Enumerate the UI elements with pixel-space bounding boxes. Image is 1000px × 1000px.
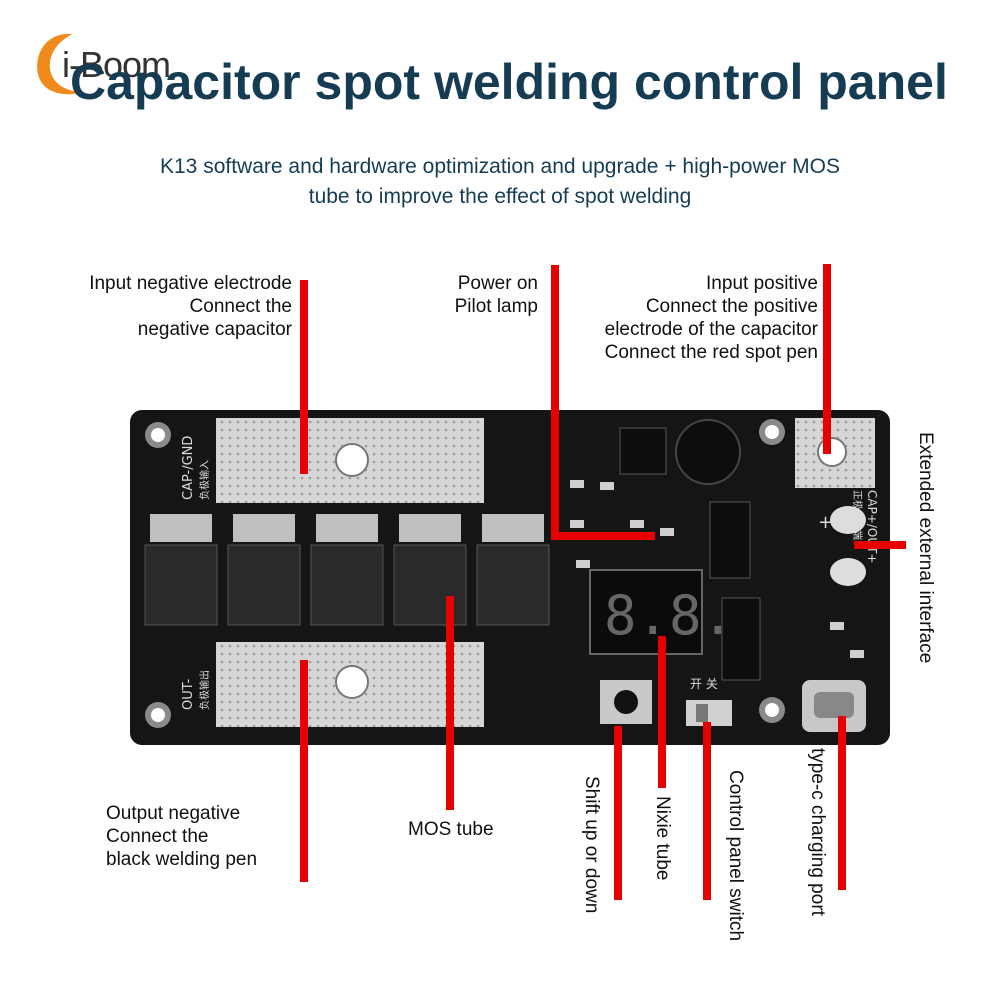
mos-tubes: [144, 544, 550, 626]
i-boom-logo-icon: [37, 33, 84, 95]
subtitle-line-1: K13 software and hardware optimization a…: [160, 155, 840, 178]
svg-text:开 关: 开 关: [690, 677, 718, 691]
svg-text:8.8.: 8.8.: [604, 584, 734, 647]
svg-text:负极输出: 负极输出: [198, 670, 211, 710]
label-output-negative-line-3: black welding pen: [106, 849, 258, 870]
pointer-input-negative: [300, 280, 308, 474]
label-typec: type-c charging port: [807, 748, 828, 916]
label-output-negative-line-2: Connect the: [106, 826, 209, 847]
pointer-output-negative: [300, 660, 308, 882]
label-input-positive-line-2: Connect the positive: [645, 296, 818, 317]
pointer-typec: [838, 716, 846, 890]
pointer-shift: [614, 726, 622, 900]
pointer-extended-interface: [854, 541, 906, 549]
pointer-control-switch: [703, 722, 711, 900]
label-input-negative-line-1: Input negative electrode: [89, 273, 292, 294]
label-input-positive-line-3: electrode of the capacitor: [604, 319, 818, 340]
label-shift: Shift up or down: [581, 776, 602, 914]
label-power-on: Power on Pilot lamp: [420, 272, 538, 318]
power-switch: [686, 700, 732, 726]
label-input-positive-line-4: Connect the red spot pen: [604, 342, 818, 363]
svg-text:OUT-: OUT-: [181, 679, 196, 710]
nixie-display: [589, 569, 703, 655]
pointer-input-positive: [823, 264, 831, 454]
logo-text: i-Boom: [62, 44, 171, 85]
svg-text:负极输入: 负极输入: [198, 460, 211, 500]
label-extended-interface: Extended external interface: [915, 432, 936, 664]
page-title: Capacitor spot welding control panel: [70, 54, 948, 110]
label-input-positive: Input positive Connect the positive elec…: [560, 272, 818, 364]
pcb-board-photo: CAP-/GND 负极输入 OUT- 负极输出 CAP+/OUT+ 正极公共端 …: [130, 410, 890, 745]
label-input-negative: Input negative electrode Connect the neg…: [30, 272, 292, 341]
label-input-negative-line-3: negative capacitor: [137, 319, 292, 340]
pointer-power-on-horizontal: [551, 532, 655, 540]
label-output-negative-line-1: Output negative: [106, 803, 241, 824]
buzzer: [675, 419, 741, 485]
label-nixie: Nixie tube: [652, 796, 673, 881]
label-input-positive-line-1: Input positive: [706, 273, 818, 294]
label-output-negative: Output negative Connect the black weldin…: [106, 802, 306, 871]
pointer-nixie: [658, 636, 666, 788]
label-power-on-line-2: Pilot lamp: [454, 296, 538, 317]
svg-text:CAP-/GND: CAP-/GND: [181, 436, 196, 500]
svg-text:+: +: [818, 512, 833, 533]
svg-text:CAP+/OUT+: CAP+/OUT+: [865, 490, 879, 564]
label-power-on-line-1: Power on: [457, 273, 538, 294]
subtitle-line-2: tube to improve the effect of spot weldi…: [308, 185, 692, 208]
label-mos-tube: MOS tube: [408, 819, 494, 840]
page-subtitle: K13 software and hardware optimization a…: [0, 152, 1000, 212]
pointer-power-on: [551, 265, 559, 540]
label-input-negative-line-2: Connect the: [189, 296, 292, 317]
label-control-switch: Control panel switch: [725, 770, 746, 942]
pointer-mos-tube: [446, 596, 454, 810]
